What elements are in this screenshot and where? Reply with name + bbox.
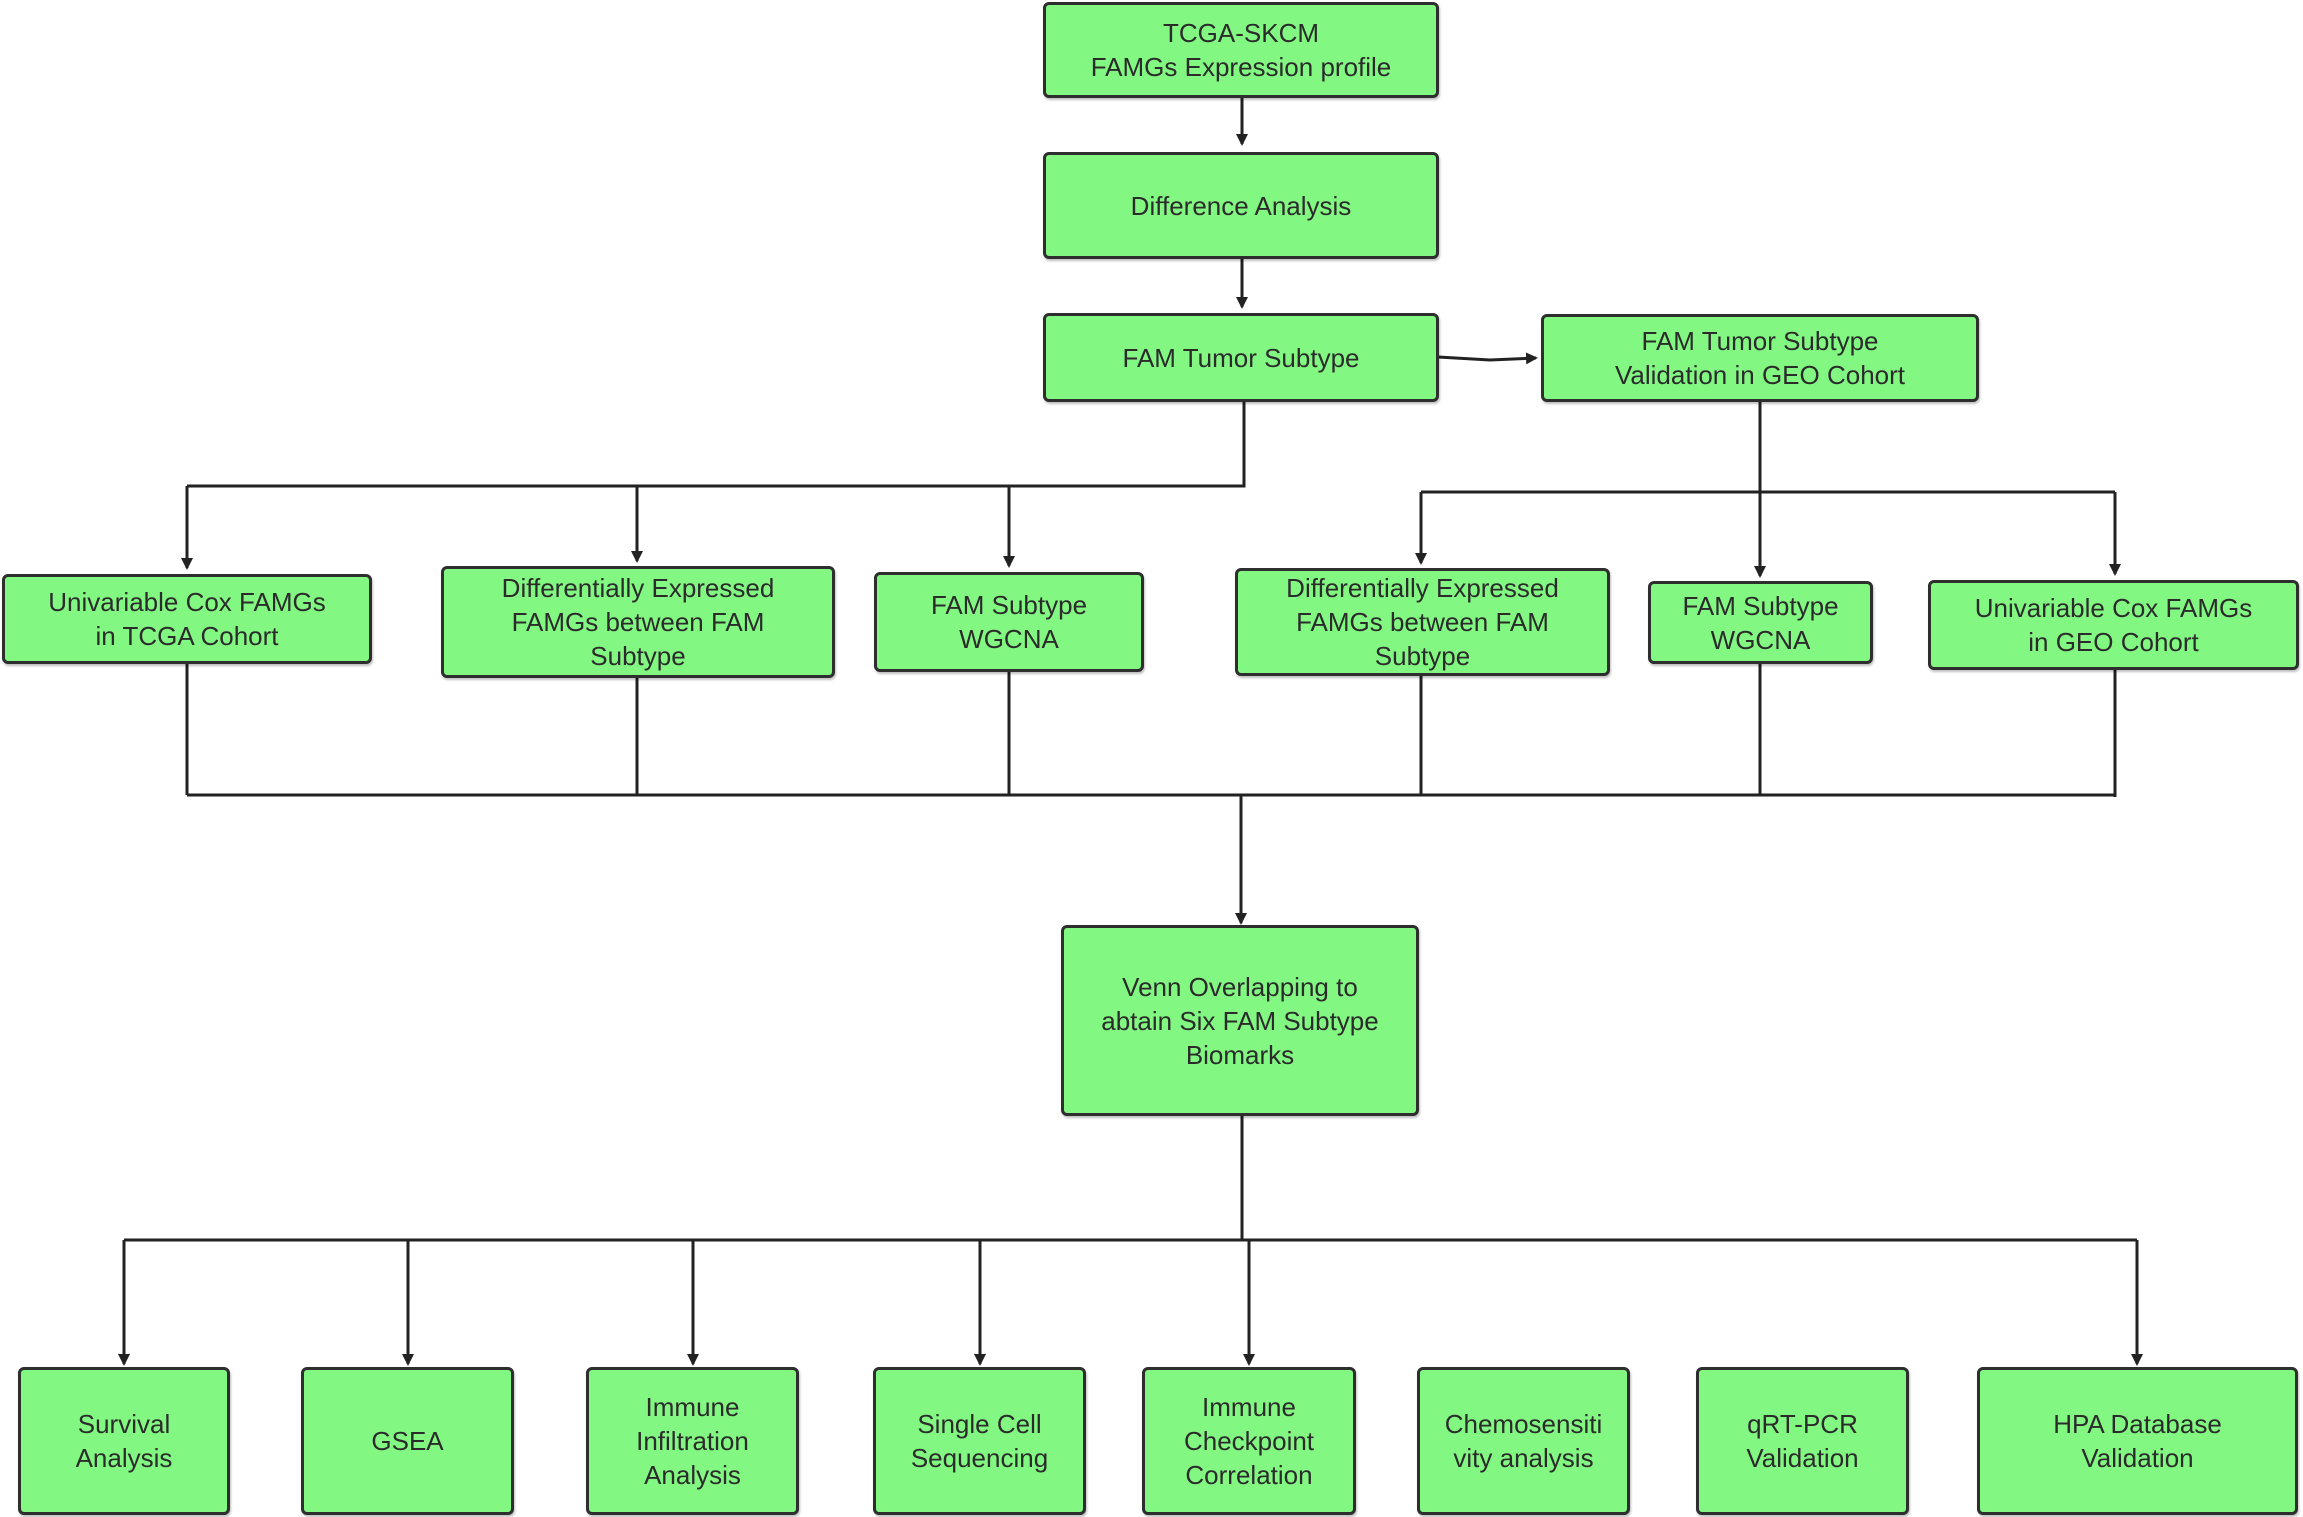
node-geo-wgcna: FAM Subtype WGCNA xyxy=(1648,581,1873,664)
node-venn: Venn Overlapping to abtain Six FAM Subty… xyxy=(1061,925,1419,1116)
node-tcga-deg: Differentially Expressed FAMGs between F… xyxy=(441,566,835,678)
node-hpa: HPA Database Validation xyxy=(1977,1367,2298,1515)
node-immune-infiltration: Immune Infiltration Analysis xyxy=(586,1367,799,1515)
node-single-cell: Single Cell Sequencing xyxy=(873,1367,1086,1515)
edge-subtype-to-geo xyxy=(1437,352,1538,365)
node-geo-cox: Univariable Cox FAMGs in GEO Cohort xyxy=(1928,580,2299,670)
node-qrt-pcr: qRT-PCR Validation xyxy=(1696,1367,1909,1515)
node-tcga-cox: Univariable Cox FAMGs in TCGA Cohort xyxy=(2,574,372,664)
node-immune-checkpoint: Immune Checkpoint Correlation xyxy=(1142,1367,1356,1515)
node-tcga-wgcna: FAM Subtype WGCNA xyxy=(874,572,1144,672)
edge-subtype-branch-stem xyxy=(187,402,1246,488)
node-geo-deg: Differentially Expressed FAMGs between F… xyxy=(1235,568,1610,676)
node-survival: Survival Analysis xyxy=(18,1367,230,1515)
node-fam-tumor-subtype: FAM Tumor Subtype xyxy=(1043,313,1439,402)
node-difference-analysis: Difference Analysis xyxy=(1043,152,1439,259)
node-chemosensitivity: Chemosensiti vity analysis xyxy=(1417,1367,1630,1515)
node-tcga-profile: TCGA-SKCM FAMGs Expression profile xyxy=(1043,2,1439,98)
node-gsea: GSEA xyxy=(301,1367,514,1515)
node-geo-validation: FAM Tumor Subtype Validation in GEO Coho… xyxy=(1541,314,1979,402)
